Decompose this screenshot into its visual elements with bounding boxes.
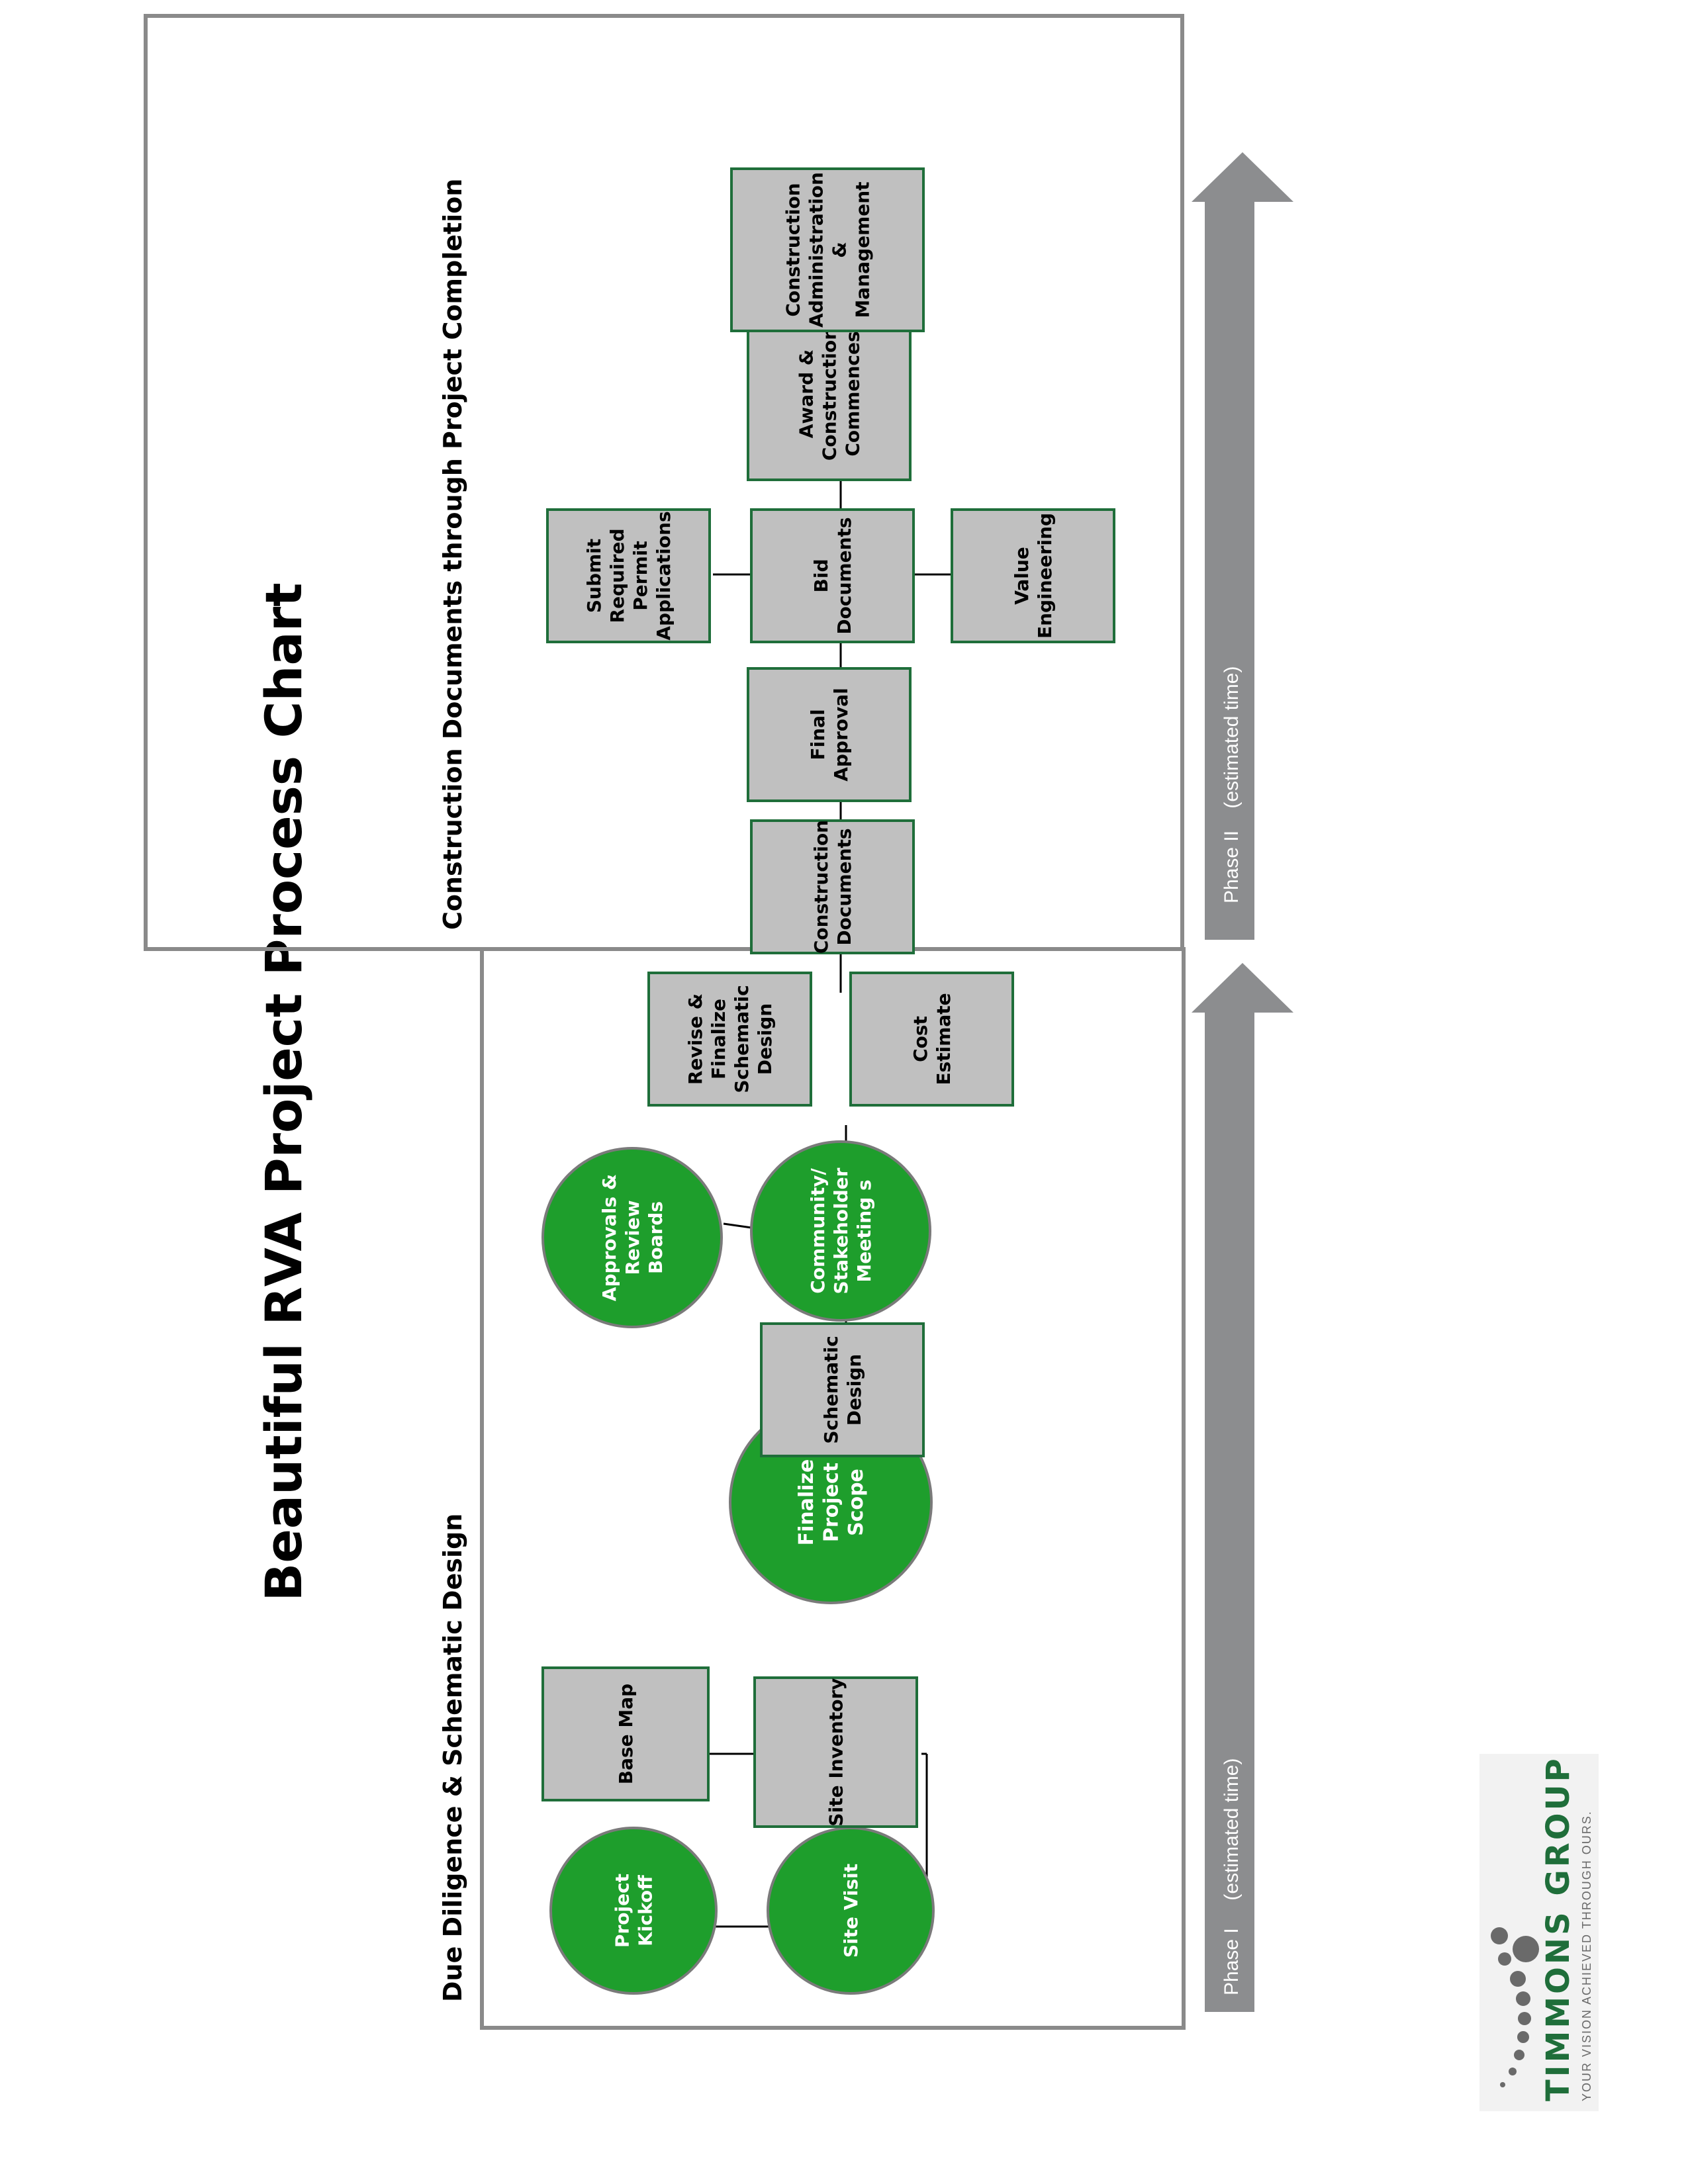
node-box (750, 508, 915, 643)
node-label-line: Commences (841, 331, 863, 456)
node-label-line: Construction (810, 820, 832, 954)
node-circle (541, 1147, 723, 1328)
node-label-line: Finalize (795, 1459, 818, 1546)
node-circle (750, 1140, 931, 1322)
node-site-inventory: Site Inventory (753, 1676, 918, 1828)
timmons-logo: TIMMONS GROUP YOUR VISION ACHIEVED THROU… (1479, 1754, 1599, 2111)
node-box (951, 508, 1115, 643)
phase2-arrow-label: Phase II (estimated time) (1221, 666, 1243, 903)
node-label-line: Bid (810, 559, 832, 593)
node-box (747, 667, 912, 802)
node-label-line: Estimate (933, 993, 955, 1085)
node-label-line: Final (807, 709, 829, 760)
node-label-line: Kickoff (634, 1875, 656, 1946)
node-label-line: Schematic (820, 1336, 842, 1443)
node-label-line: Engineering (1034, 513, 1056, 639)
node-label-line: Project (820, 1463, 843, 1542)
node-label-line: Community/ (807, 1167, 829, 1293)
phase1-arrow (1192, 963, 1293, 2012)
phase1-arrow-label: Phase I (estimated time) (1221, 1758, 1243, 1995)
node-site-visit: Site Visit (767, 1827, 935, 1995)
node-base-map: Base Map (541, 1666, 710, 1801)
node-label-line: Management (851, 181, 873, 318)
node-label-line: Schematic (731, 985, 753, 1093)
node-box (546, 508, 711, 643)
node-label-line: Meeting s (853, 1179, 875, 1282)
node-label-line: Construction (782, 183, 804, 316)
node-circle (549, 1827, 718, 1995)
logo-name: TIMMONS GROUP (1540, 1756, 1577, 2101)
node-label-line: Required (606, 529, 628, 623)
node-label-line: Revise & (684, 993, 706, 1085)
node-box (750, 819, 915, 954)
node-box (730, 167, 925, 332)
node-label-line: Value (1011, 547, 1033, 605)
node-label-line: Applications (653, 511, 675, 640)
node-label-line: Finalize (708, 999, 729, 1079)
node-label-line: Site Visit (840, 1864, 862, 1958)
phase2-frame (144, 14, 1184, 951)
node-label-line: Base Map (615, 1684, 637, 1784)
node-label-line: Design (754, 1003, 776, 1075)
phase2-section-label: Construction Documents through Project C… (438, 179, 467, 930)
node-label-line: Scope (845, 1469, 868, 1536)
node-label-line: Documents (833, 828, 855, 945)
node-label-line: Project (611, 1874, 633, 1948)
phase2-arrow (1192, 152, 1293, 940)
node-label-line: Permit (630, 541, 651, 610)
node-label-line: Site Inventory (825, 1678, 847, 1826)
node-label-line: Review (622, 1200, 643, 1275)
logo-dots-icon (1491, 1927, 1539, 2087)
node-label-line: Approval (830, 688, 852, 782)
node-label-line: Design (843, 1354, 865, 1426)
node-box (753, 1676, 918, 1828)
node-label-line: Award & (795, 349, 817, 438)
logo-tagline: YOUR VISION ACHIEVED THROUGH OURS. (1580, 1810, 1593, 2101)
node-box (849, 972, 1014, 1107)
node-box (541, 1666, 710, 1801)
node-label-line: Boards (645, 1201, 667, 1274)
node-label-line: & (828, 242, 850, 257)
phase1-section-label: Due Diligence & Schematic Design (438, 1514, 467, 2002)
node-label-line: Administration (805, 172, 827, 328)
node-label-line: Approvals & (598, 1174, 620, 1301)
node-box (647, 972, 812, 1107)
node-label-line: Documents (833, 517, 855, 634)
node-label-line: Stakeholder (830, 1167, 852, 1294)
node-label-line: Submit (583, 539, 605, 613)
chart-title: Beautiful RVA Project Process Chart (254, 582, 313, 1601)
node-label-line: Cost (910, 1016, 931, 1062)
node-box (760, 1322, 925, 1457)
node-label-line: Construction (818, 327, 840, 461)
